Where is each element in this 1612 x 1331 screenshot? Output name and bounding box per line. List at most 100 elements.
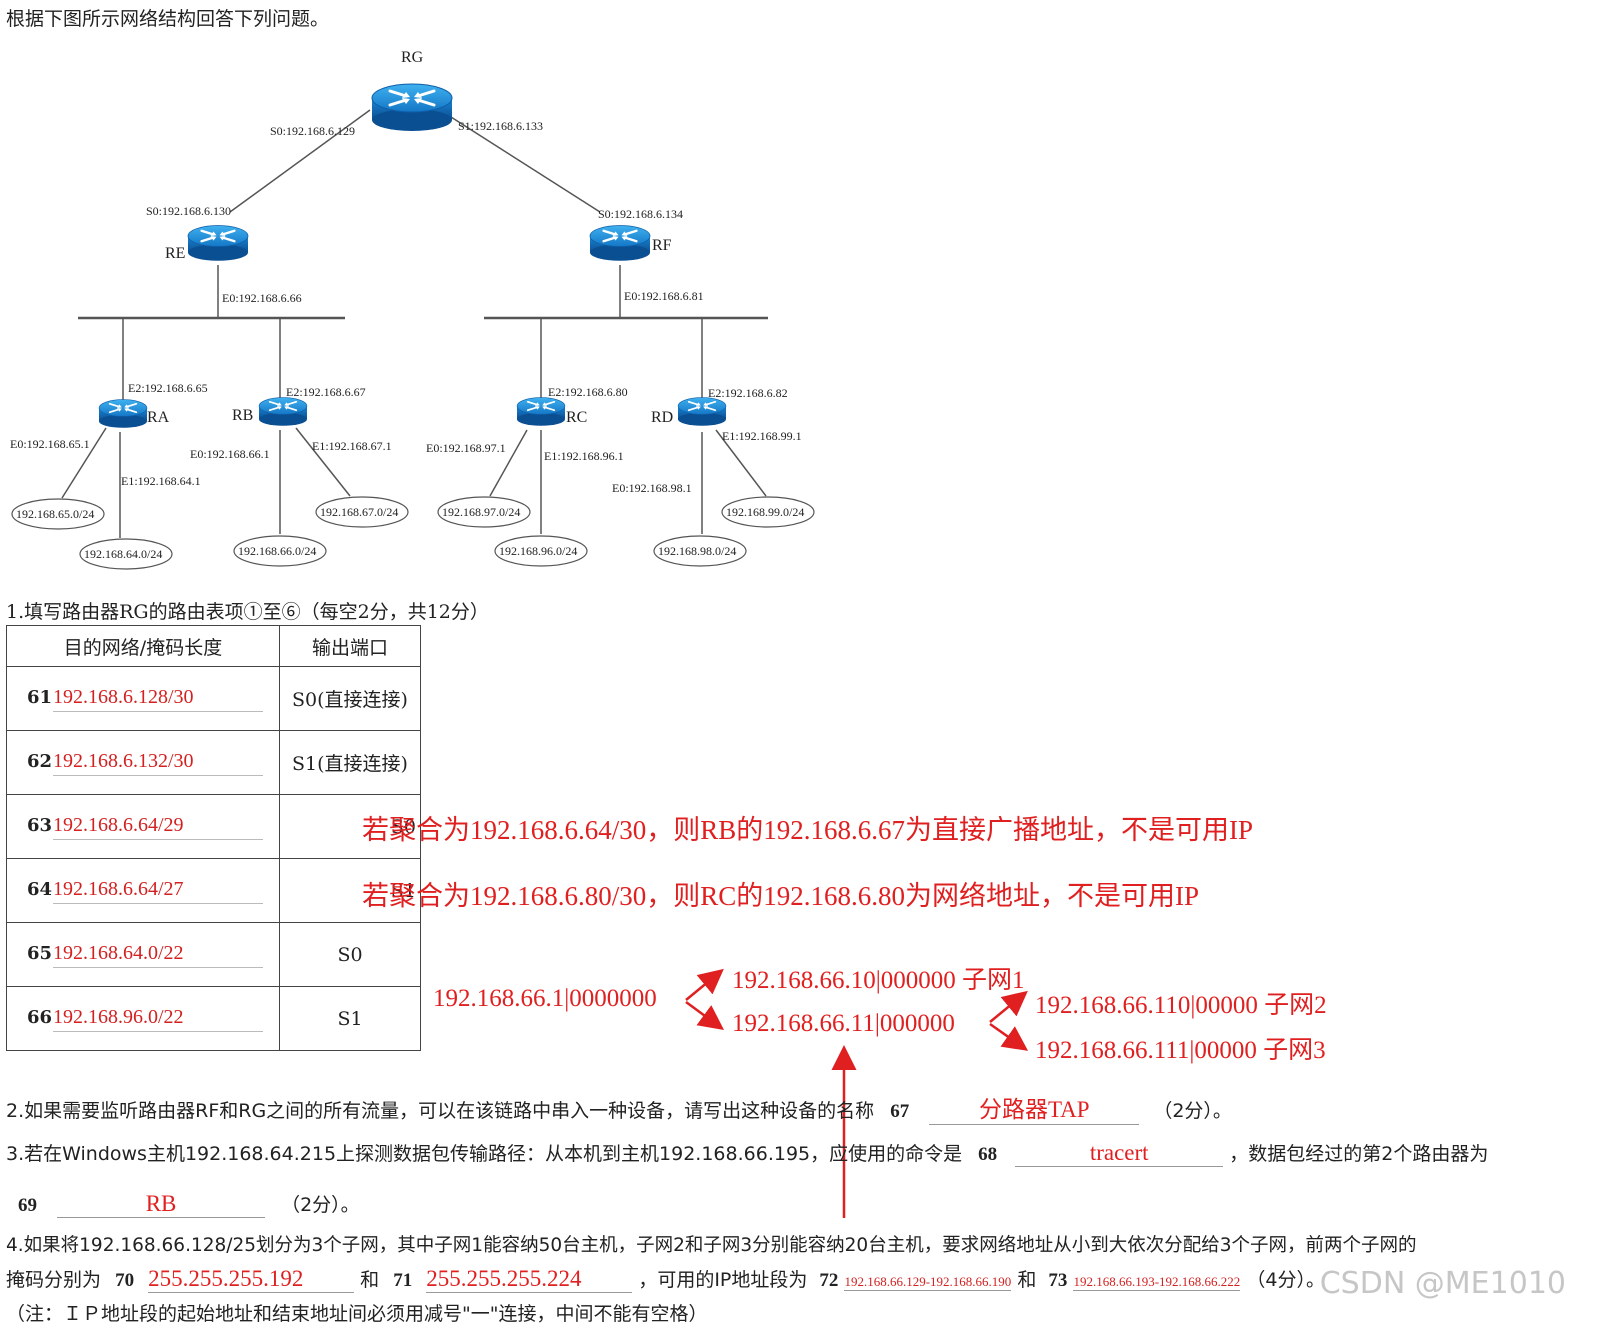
table-header-destination: 目的网络/掩码长度 — [6, 625, 280, 667]
ra-e0-label: E0:192.168.65.1 — [10, 437, 90, 451]
blank-69-answer: RB — [57, 1191, 266, 1218]
question-4-line2: 掩码分别为 70 255.255.255.192 和 71 255.255.25… — [6, 1265, 1325, 1293]
router-rd-label: RD — [651, 409, 673, 426]
question-3: 3.若在Windows主机192.168.64.215上探测数据包传输路径：从本… — [6, 1139, 1488, 1167]
question-4-range-label: ，可用的IP地址段为 — [638, 1269, 808, 1291]
answer-field: 192.168.64.0/22 — [53, 942, 263, 968]
network-99-label: 192.168.99.0/24 — [726, 505, 804, 519]
router-rb-label: RB — [232, 407, 253, 424]
router-rc-icon — [516, 396, 566, 427]
question-3-tail: （2分）。 — [281, 1194, 360, 1216]
rf-s0-label: S0:192.168.6.134 — [598, 207, 683, 221]
table-header-port: 输出端口 — [279, 625, 421, 667]
row-number: 66 — [27, 1006, 53, 1028]
network-ellipse — [11, 498, 105, 530]
router-rf-label: RF — [652, 237, 672, 254]
router-rc-label: RC — [566, 409, 587, 426]
question-4-note: （注：ＩＰ地址段的起始地址和结束地址间必须用减号"一"连接，中间不能有空格） — [6, 1303, 708, 1325]
ra-e1-label: E1:192.168.64.1 — [121, 474, 201, 488]
router-rb-icon — [258, 396, 308, 427]
router-rd-icon — [677, 396, 727, 427]
answer-field: 192.168.6.64/27 — [53, 878, 263, 904]
network-65-label: 192.168.65.0/24 — [16, 507, 94, 521]
blank-72-number: 72 — [819, 1270, 839, 1291]
answer-field: 192.168.6.128/30 — [53, 686, 263, 712]
table-row: 63192.168.6.64/29 S0 — [6, 794, 421, 859]
question-4-text: 4.如果将192.168.66.128/25划分为3个子网，其中子网1能容纳50… — [6, 1235, 1417, 1256]
network-ellipse — [437, 496, 531, 528]
blank-69-number: 69 — [18, 1195, 37, 1216]
question-4-and: 和 — [360, 1269, 380, 1291]
network-66-label: 192.168.66.0/24 — [238, 544, 316, 558]
row-number: 64 — [27, 878, 53, 900]
table-row: 62192.168.6.132/30 S1(直接连接) — [6, 730, 421, 795]
question-2: 2.如果需要监听路由器RF和RG之间的所有流量，可以在该链路中串入一种设备，请写… — [6, 1090, 1232, 1125]
blank-70-answer: 255.255.255.192 — [148, 1266, 355, 1293]
subnet-mid-bits: 192.168.66.11|000000 — [732, 1010, 955, 1037]
network-ellipse — [721, 496, 815, 528]
network-98-label: 192.168.98.0/24 — [658, 544, 736, 558]
subnet-1-bits: 192.168.66.10|000000 子网1 — [732, 967, 1025, 994]
blank-68-number: 68 — [978, 1144, 998, 1165]
row-number: 61 — [27, 686, 53, 708]
router-re-label: RE — [165, 245, 185, 262]
router-ra-icon — [98, 398, 148, 429]
output-port: S0 — [279, 794, 421, 859]
table-row: 64192.168.6.64/27 S1 — [6, 858, 421, 923]
rf-e0-label: E0:192.168.6.81 — [624, 289, 704, 303]
network-ellipse — [653, 535, 747, 567]
rb-e2-label: E2:192.168.6.67 — [286, 385, 366, 399]
blank-67-number: 67 — [890, 1101, 910, 1122]
question-3-text: 3.若在Windows主机192.168.64.215上探测数据包传输路径：从本… — [6, 1143, 963, 1165]
rc-e1-label: E1:192.168.96.1 — [544, 449, 624, 463]
network-67-label: 192.168.67.0/24 — [320, 505, 398, 519]
question-3-line2: 69 RB （2分）。 — [18, 1190, 360, 1218]
router-ra-label: RA — [147, 409, 170, 426]
rc-e0-label: E0:192.168.97.1 — [426, 441, 506, 455]
answer-field: 192.168.96.0/22 — [53, 1006, 263, 1032]
subnet-root-bits: 192.168.66.1|0000000 — [433, 985, 657, 1012]
network-ellipse — [494, 535, 588, 567]
row-number: 62 — [27, 750, 53, 772]
output-port: S1(直接连接) — [279, 730, 421, 795]
answer-field: 192.168.6.64/29 — [53, 814, 263, 840]
rb-e0-label: E0:192.168.66.1 — [190, 447, 270, 461]
blank-71-number: 71 — [393, 1270, 413, 1291]
rc-e2-label: E2:192.168.6.80 — [548, 385, 628, 399]
rd-e2-label: E2:192.168.6.82 — [708, 386, 788, 400]
table-row: 65192.168.64.0/22 S0 — [6, 922, 421, 987]
output-port: S0 — [279, 922, 421, 987]
blank-70-number: 70 — [115, 1270, 135, 1291]
table-row: 66192.168.96.0/22 S1 — [6, 986, 421, 1051]
blank-67-answer: 分路器TAP — [929, 1090, 1140, 1125]
blank-73-number: 73 — [1048, 1270, 1068, 1291]
csdn-watermark: CSDN @ME1010 — [1319, 1266, 1566, 1301]
output-port: S0(直接连接) — [279, 666, 421, 731]
answer-field: 192.168.6.132/30 — [53, 750, 263, 776]
network-96-label: 192.168.96.0/24 — [499, 544, 577, 558]
network-ellipse — [315, 496, 409, 528]
rd-e0-label: E0:192.168.98.1 — [612, 481, 692, 495]
blank-68-answer: tracert — [1015, 1140, 1224, 1167]
blank-73-answer: 192.168.66.193-192.168.66.222 — [1073, 1274, 1241, 1291]
rg-s1-label: S1:192.168.6.133 — [458, 119, 543, 133]
ra-e2-label: E2:192.168.6.65 — [128, 381, 208, 395]
blank-71-answer: 255.255.255.224 — [426, 1266, 633, 1293]
note-aggregation-63: 若聚合为192.168.6.64/30，则RB的192.168.6.67为直接广… — [362, 815, 1254, 845]
subnet-3-bits: 192.168.66.111|00000 子网3 — [1035, 1037, 1326, 1064]
re-e0-label: E0:192.168.6.66 — [222, 291, 302, 305]
router-rf-icon — [588, 224, 652, 262]
re-s0-label: S0:192.168.6.130 — [146, 204, 231, 218]
router-rg-icon — [370, 82, 454, 133]
question-2-tail: （2分）。 — [1153, 1100, 1232, 1122]
blank-72-answer: 192.168.66.129-192.168.66.190 — [844, 1274, 1012, 1291]
question-4-tail: （4分）。 — [1246, 1269, 1325, 1291]
network-topology-diagram: RG RE RF RA RB RC RD S0:192.168.6.129 S1… — [10, 49, 815, 570]
rb-e1-label: E1:192.168.67.1 — [312, 439, 392, 453]
question-4-mask-label: 掩码分别为 — [6, 1269, 102, 1291]
question-2-text: 2.如果需要监听路由器RF和RG之间的所有流量，可以在该链路中串入一种设备，请写… — [6, 1100, 875, 1122]
question-4-and2: 和 — [1017, 1269, 1037, 1291]
network-97-label: 192.168.97.0/24 — [442, 505, 520, 519]
rg-s0-label: S0:192.168.6.129 — [270, 124, 355, 138]
intro-text: 根据下图所示网络结构回答下列问题。 — [6, 8, 330, 30]
